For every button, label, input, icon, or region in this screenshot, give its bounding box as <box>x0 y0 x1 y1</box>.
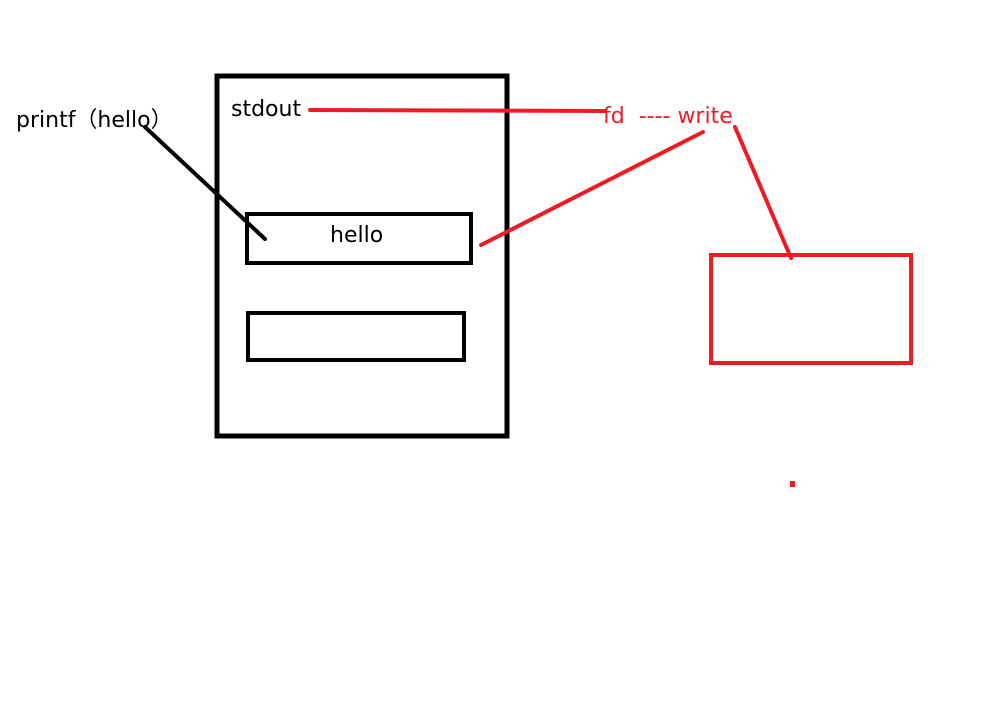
buffer-to-write-line <box>479 130 705 247</box>
buffer-slot-hello <box>245 212 473 265</box>
buffer-slot-empty <box>246 311 466 362</box>
printf-call-label: printf（hello） <box>16 108 173 133</box>
fd-write-label: fd ---- write <box>603 104 733 129</box>
printf-to-buffer-line <box>143 125 267 241</box>
write-target-box <box>709 253 913 365</box>
write-to-target-line <box>733 125 793 260</box>
stdout-container-box <box>214 73 510 439</box>
stdout-to-fd-line <box>308 108 607 113</box>
red-dot-mark <box>790 481 795 487</box>
buffer-content-label: hello <box>330 223 384 248</box>
stdout-label: stdout <box>231 97 302 122</box>
